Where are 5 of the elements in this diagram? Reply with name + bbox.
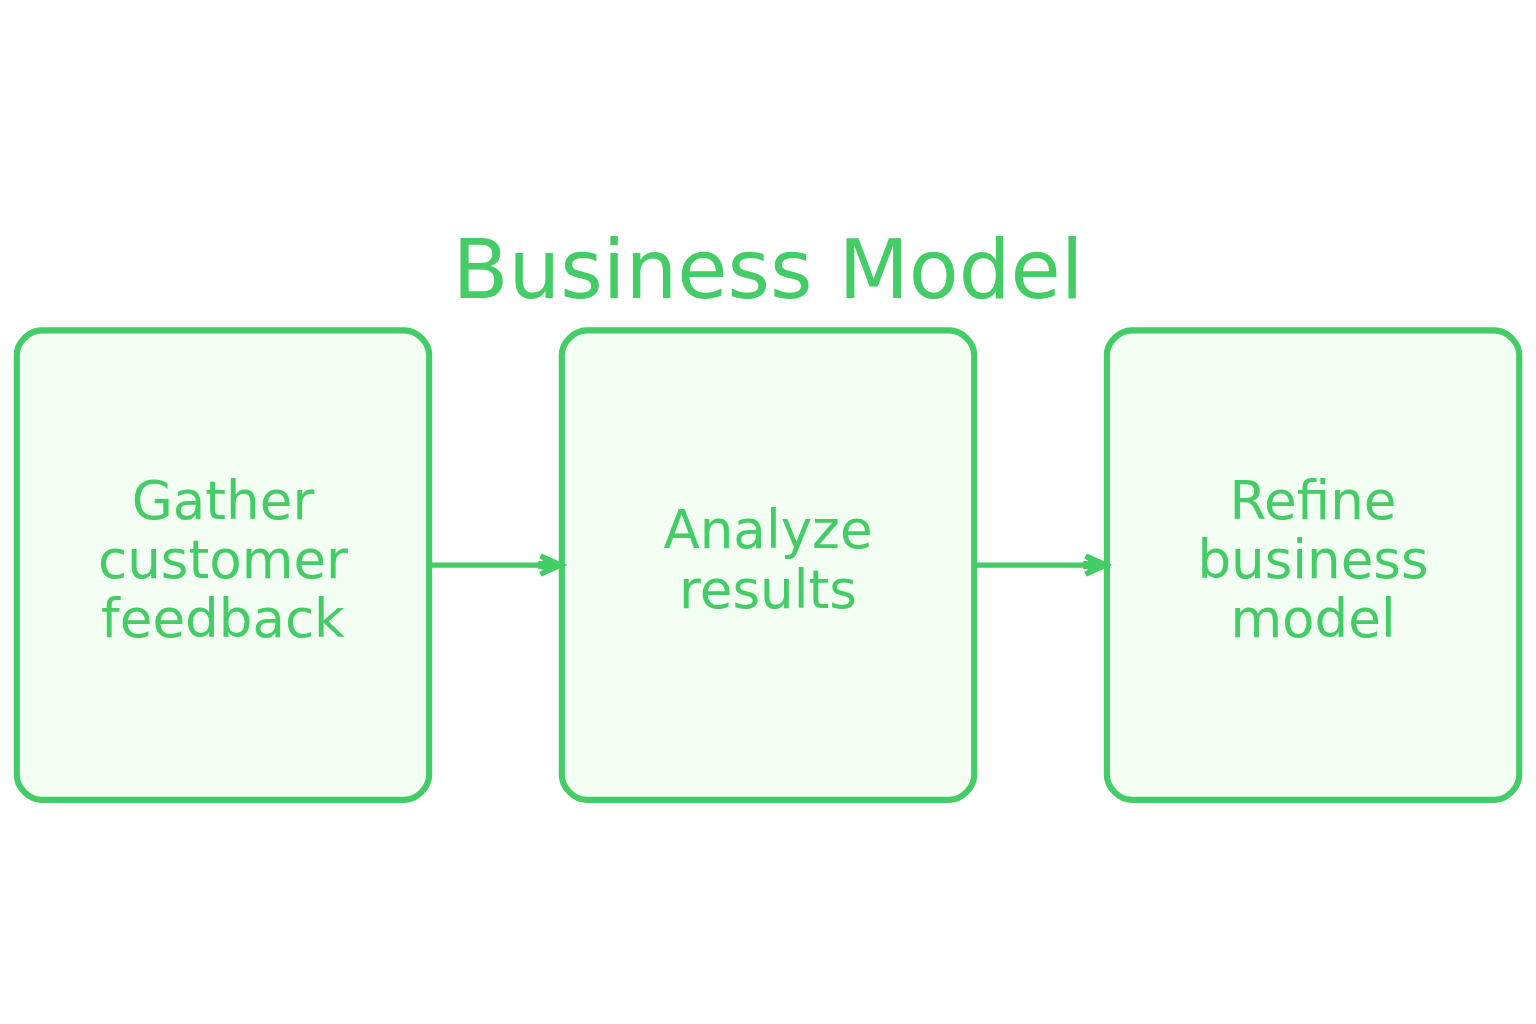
node-box: Gather customer feedback [13,327,433,803]
node-box: Analyze results [558,327,978,803]
arrow [429,553,564,577]
node-box: Refine business model [1103,327,1523,803]
diagram-title: Business Model [452,221,1084,317]
